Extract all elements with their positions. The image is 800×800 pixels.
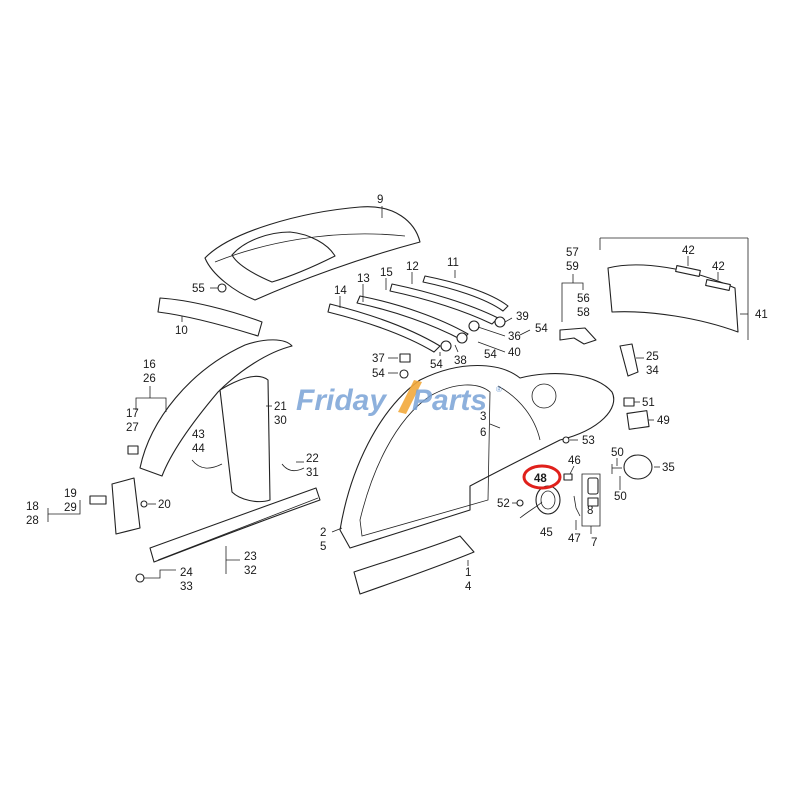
- callout-42b: 42: [712, 261, 725, 273]
- callout-9: 9: [377, 194, 383, 206]
- callout-54d: 54: [372, 368, 385, 380]
- callout-8: 8: [587, 505, 593, 517]
- watermark: Friday Parts ®: [296, 380, 502, 417]
- callout-2: 2: [320, 527, 326, 539]
- callout-18: 18: [26, 501, 39, 513]
- front-roof-header: [157, 283, 263, 337]
- roof-panel: [204, 206, 421, 301]
- watermark-registered-mark: ®: [496, 385, 502, 394]
- callout-55-roof: 55: [192, 283, 205, 295]
- callout-12: 12: [406, 261, 419, 273]
- callout-3: 3: [480, 411, 486, 423]
- callout-28: 28: [26, 515, 39, 527]
- callout-10: 10: [175, 325, 188, 337]
- callout-51: 51: [642, 397, 655, 409]
- callout-56: 56: [577, 293, 590, 305]
- callout-21: 21: [274, 401, 287, 413]
- rear-package-shelf: [607, 264, 739, 333]
- callout-50a: 50: [611, 447, 624, 459]
- watermark-slash-mark: [398, 380, 422, 414]
- callout-46: 46: [568, 455, 581, 467]
- callout-42a: 42: [682, 245, 695, 257]
- highlight-48: 48: [522, 464, 562, 490]
- callout-14: 14: [334, 285, 347, 297]
- callout-44: 44: [192, 443, 205, 455]
- fuel-filler-cup: [519, 485, 561, 519]
- callout-1: 1: [465, 567, 471, 579]
- callout-53: 53: [582, 435, 595, 447]
- callout-32: 32: [244, 565, 257, 577]
- roof-bows: [327, 275, 509, 353]
- callout-52: 52: [497, 498, 510, 510]
- callout-34: 34: [646, 365, 659, 377]
- callout-54b: 54: [484, 349, 497, 361]
- callout-7: 7: [591, 537, 597, 549]
- callout-41: 41: [755, 309, 768, 321]
- callout-19: 19: [64, 488, 77, 500]
- callout-11: 11: [447, 257, 459, 269]
- callout-20: 20: [158, 499, 171, 511]
- callout-26: 26: [143, 373, 156, 385]
- callout-48: 48: [534, 473, 547, 485]
- small-clips-37: [399, 353, 411, 379]
- callout-15: 15: [380, 267, 393, 279]
- callout-50b: 50: [614, 491, 627, 503]
- callout-5: 5: [320, 541, 326, 553]
- callout-36: 36: [508, 331, 521, 343]
- callout-25: 25: [646, 351, 659, 363]
- hinge-pillar-lower: [89, 477, 141, 535]
- watermark-text-b: Parts: [412, 384, 487, 417]
- callout-4: 4: [465, 581, 472, 593]
- watermark-text-a: Friday: [296, 384, 387, 417]
- callout-35: 35: [662, 462, 675, 474]
- callout-22: 22: [306, 453, 319, 465]
- callout-31: 31: [306, 467, 319, 479]
- callout-6: 6: [480, 427, 486, 439]
- callout-38: 38: [454, 355, 467, 367]
- callout-27: 27: [126, 422, 139, 434]
- callout-59: 59: [566, 261, 579, 273]
- callout-54c: 54: [430, 359, 443, 371]
- callout-33: 33: [180, 581, 193, 593]
- outer-sill: [353, 535, 475, 595]
- callout-30: 30: [274, 415, 287, 427]
- callout-49: 49: [657, 415, 670, 427]
- callout-54a: 54: [535, 323, 548, 335]
- hinge-bracket: [559, 327, 597, 345]
- callout-40: 40: [508, 347, 521, 359]
- callout-45: 45: [540, 527, 553, 539]
- front-pillar-inner: [139, 339, 293, 503]
- callout-13: 13: [357, 273, 370, 285]
- callout-16: 16: [143, 359, 156, 371]
- callout-29: 29: [64, 502, 77, 514]
- callout-39: 39: [516, 311, 529, 323]
- callout-17: 17: [126, 408, 139, 420]
- callout-37: 37: [372, 353, 385, 365]
- callout-47: 47: [568, 533, 581, 545]
- fuel-door: [611, 454, 653, 480]
- inner-rocker: [149, 487, 321, 563]
- callout-24: 24: [180, 567, 193, 579]
- callout-57: 57: [566, 247, 579, 259]
- callout-23: 23: [244, 551, 257, 563]
- callout-58: 58: [577, 307, 590, 319]
- side-body-outer: [339, 365, 615, 549]
- highlight-ring: [522, 464, 562, 490]
- callout-43: 43: [192, 429, 205, 441]
